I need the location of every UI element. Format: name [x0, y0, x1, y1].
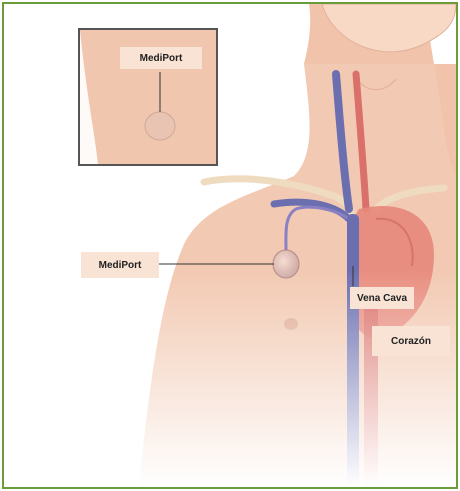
inset-mediport-label: MediPort — [120, 47, 202, 69]
vena-cava-label: Vena Cava — [350, 287, 414, 309]
chest-illustration — [4, 4, 456, 487]
inset-port-bump — [145, 112, 175, 140]
bottom-fade — [4, 4, 456, 487]
mediport-label: MediPort — [81, 252, 159, 278]
heart-label: Corazón — [372, 326, 450, 356]
